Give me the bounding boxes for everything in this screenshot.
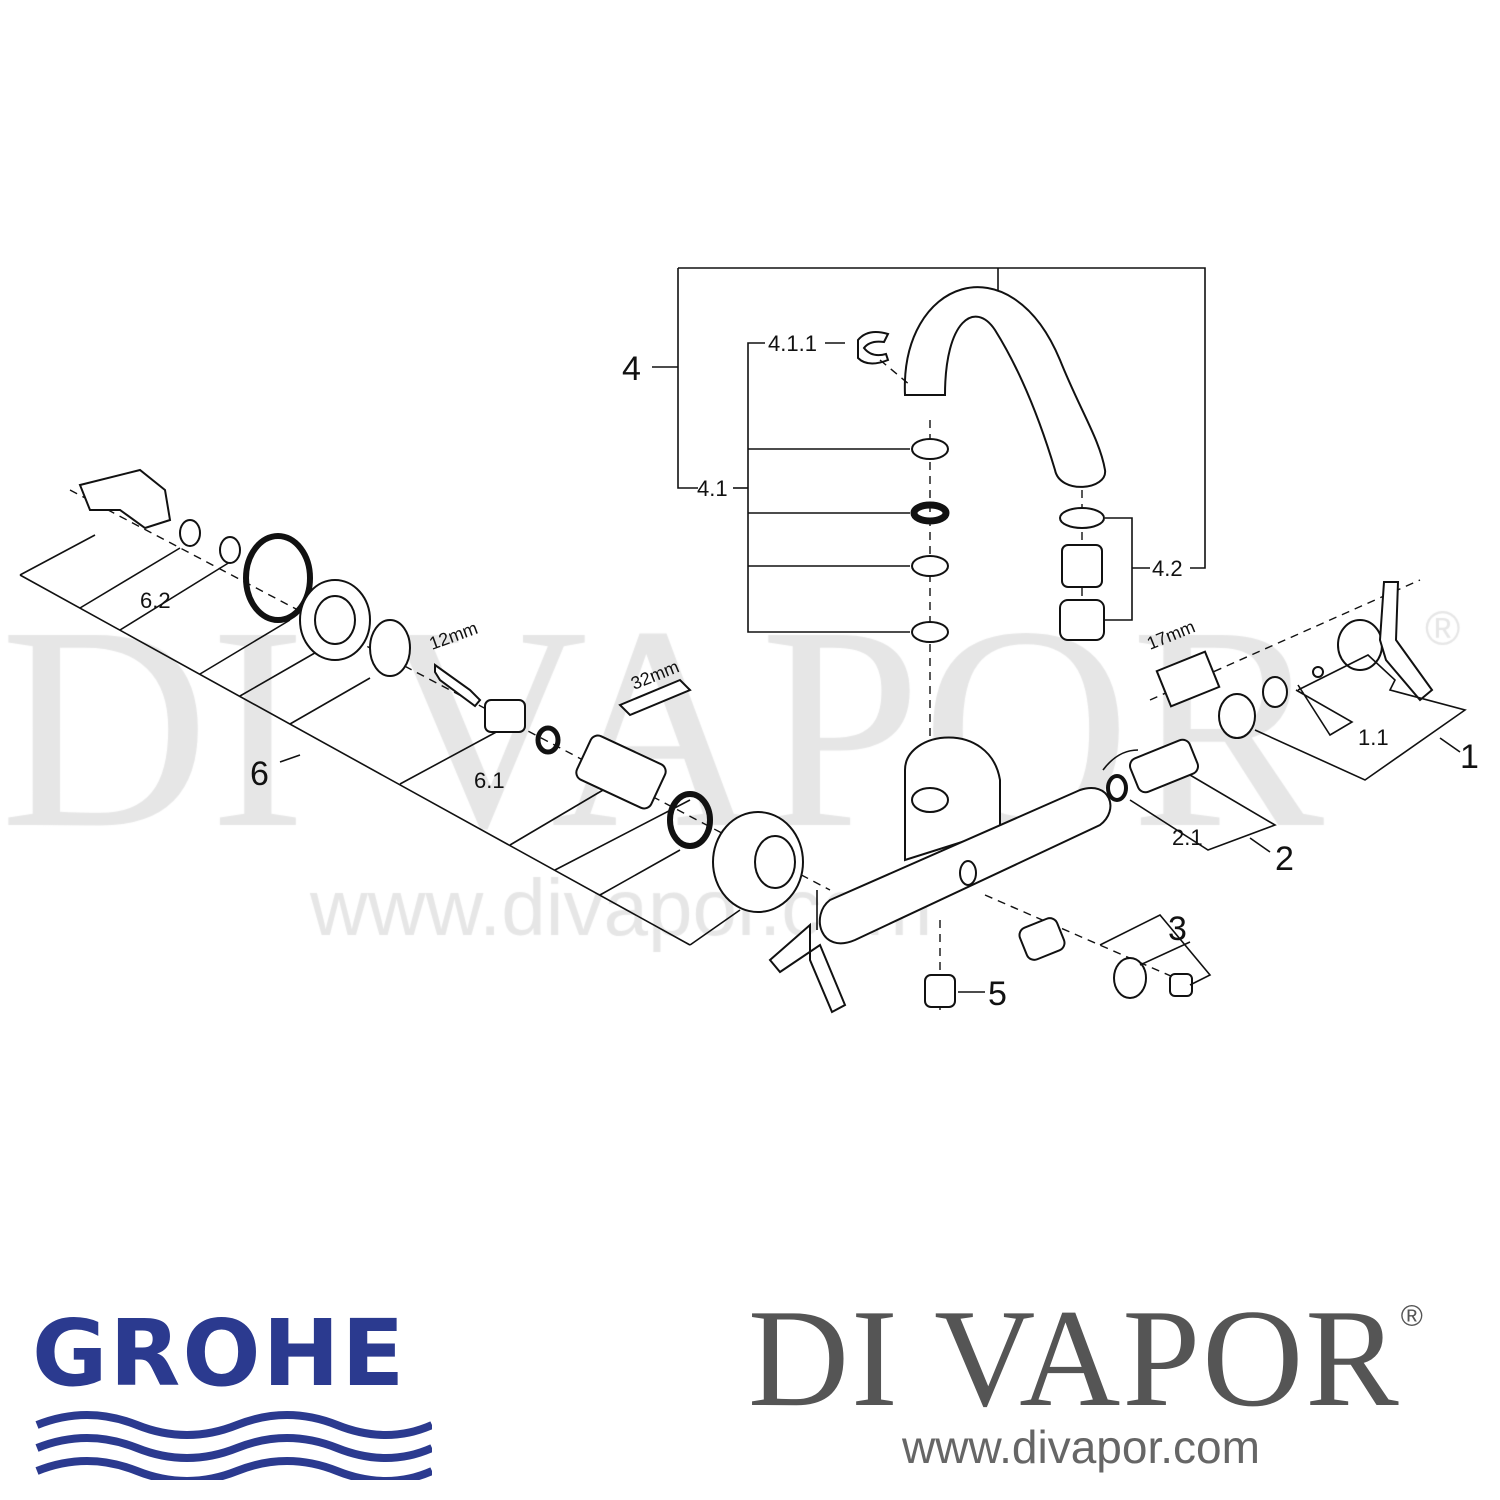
label-6-1: 6.1 <box>474 768 505 793</box>
label-5: 5 <box>988 975 1007 1013</box>
callout-4: 4 4.1 4.1.1 4.2 <box>622 267 1206 633</box>
divapor-logo-text: DI VAPOR <box>748 1281 1401 1436</box>
spout <box>857 286 1107 760</box>
mixer-body <box>768 736 1112 1014</box>
label-4-1: 4.1 <box>697 476 728 501</box>
label-12mm: 12mm <box>427 618 481 654</box>
label-4: 4 <box>622 350 641 388</box>
label-6: 6 <box>250 755 269 793</box>
label-1-1: 1.1 <box>1358 725 1389 750</box>
spanner-32mm-icon <box>618 678 692 717</box>
clip-icon <box>857 331 890 365</box>
label-17mm: 17mm <box>1144 616 1198 653</box>
label-4-1-1: 4.1.1 <box>768 331 817 356</box>
grohe-logo: GROHE <box>32 1300 432 1480</box>
label-2-1: 2.1 <box>1172 825 1203 850</box>
grohe-waves-icon <box>35 1411 432 1480</box>
eccentric-fitting-icon <box>78 468 172 530</box>
hex-key-12mm-icon <box>434 663 482 708</box>
label-3: 3 <box>1168 910 1187 948</box>
divapor-logo: DI VAPOR® <box>748 1278 1425 1439</box>
cartridge-icon <box>1129 738 1199 794</box>
socket-17mm-icon <box>1155 650 1221 708</box>
label-1: 1 <box>1460 738 1479 776</box>
callouts-right: 17mm 1.1 1 2.1 2 3 5 <box>924 579 1479 1013</box>
label-2: 2 <box>1275 840 1294 878</box>
divapor-url: www.divapor.com <box>902 1421 1260 1473</box>
label-4-2: 4.2 <box>1152 556 1183 581</box>
registered-mark: ® <box>1400 1300 1425 1333</box>
callouts-left: 6.2 6 6.1 12mm 32mm <box>19 468 831 946</box>
label-6-2: 6.2 <box>140 588 171 613</box>
grohe-logo-text: GROHE <box>32 1300 407 1407</box>
